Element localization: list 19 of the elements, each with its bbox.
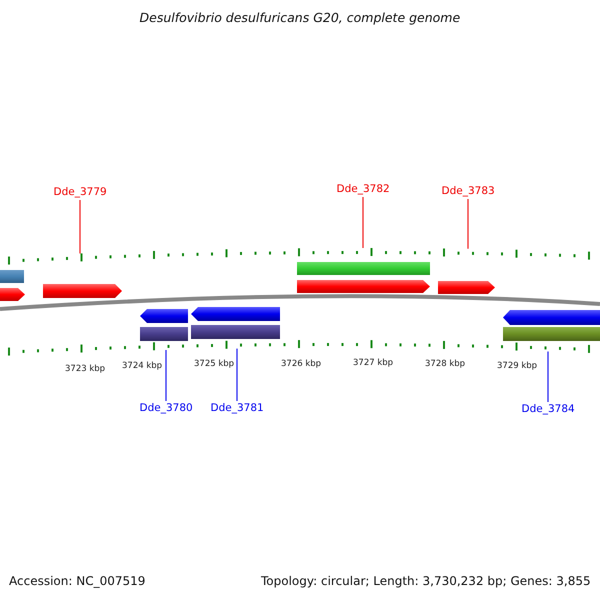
scale-label: 3726 kbp [281, 359, 322, 369]
leader-line [236, 348, 238, 402]
leader-line [362, 196, 364, 248]
scale-label: 3723 kbp [65, 364, 106, 374]
scale-label: 3729 kbp [497, 361, 538, 371]
gene-label: Dde_3781 [210, 402, 264, 415]
footer-text: Topology: circular; Length: 3,730,232 bp; Genes: 3,855 [261, 574, 591, 588]
gene-label: Dde_3782 [336, 183, 390, 196]
gene-label: Dde_3779 [54, 186, 107, 199]
gene-label: Dde_3783 [442, 185, 495, 198]
scale-label: 3727 kbp [353, 358, 394, 368]
gene-label: Dde_3784 [522, 403, 575, 416]
gene-label: Dde_3780 [140, 402, 193, 415]
footer-text: Accession: NC_007519 [9, 574, 146, 588]
scale-label: 3728 kbp [425, 359, 466, 369]
title: Desulfovibrio desulfuricans G20, complete genome [140, 10, 460, 25]
scale-label: 3725 kbp [194, 359, 234, 369]
scale-label: 3724 kbp [122, 361, 162, 371]
genome-map-drawing [0, 248, 600, 356]
